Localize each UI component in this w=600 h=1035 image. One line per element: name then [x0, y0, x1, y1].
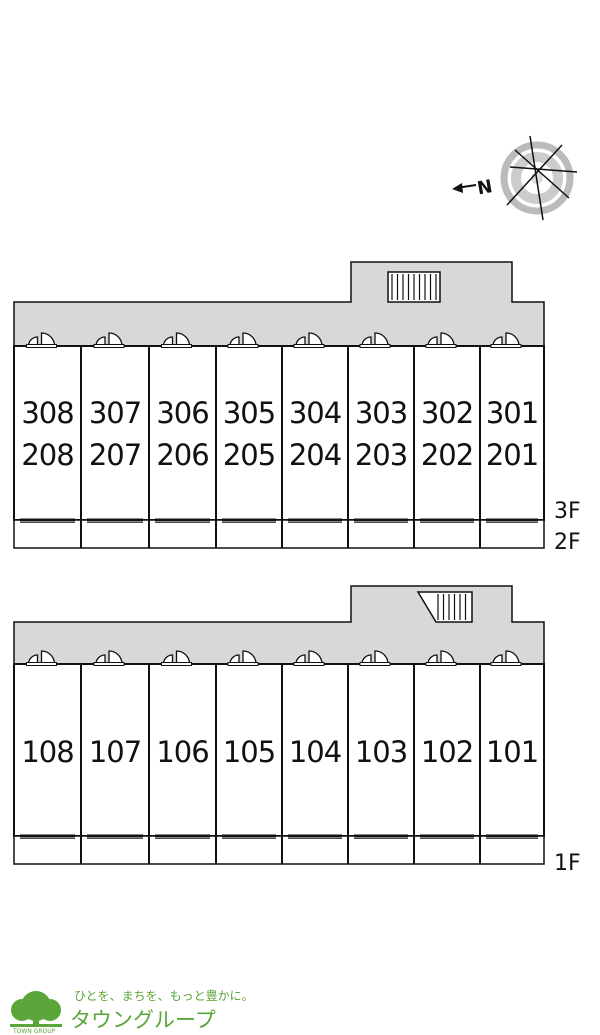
unit-number: 306	[156, 396, 208, 430]
unit-number: 208	[21, 438, 73, 472]
entry-door-icon	[359, 332, 391, 348]
entry-door-icon	[293, 650, 325, 666]
entry-door-icon	[293, 332, 325, 348]
unit-number: 108	[21, 735, 73, 769]
entry-door-icon	[93, 332, 125, 348]
unit-number: 101	[486, 735, 538, 769]
unit-number: 104	[289, 735, 341, 769]
upper-corridor	[13, 261, 545, 347]
unit-number: 106	[156, 735, 208, 769]
unit-number: 201	[486, 438, 538, 472]
unit-number: 303	[355, 396, 407, 430]
logo-name: タウングループ	[70, 1008, 216, 1032]
entry-door-icon	[26, 332, 57, 348]
unit-number: 205	[223, 438, 275, 472]
lower-block: 108 107 106 105 104 103 102 101 1F	[13, 585, 581, 876]
floor-label-2f: 2F	[554, 530, 581, 555]
unit-number: 202	[421, 438, 473, 472]
entry-door-icon	[359, 650, 391, 666]
town-group-logo: TOWN GROUP ひとを、まちを、もっと豊かに。 タウングループ	[10, 989, 254, 1035]
entry-door-icon	[425, 650, 457, 666]
unit-number: 105	[223, 735, 275, 769]
unit-number: 301	[486, 396, 538, 430]
entry-door-icon	[490, 332, 522, 348]
unit-number: 102	[421, 735, 473, 769]
logo-sub: TOWN GROUP	[12, 1028, 56, 1035]
entry-door-icon	[227, 650, 259, 666]
unit-number: 207	[89, 438, 141, 472]
unit-number: 203	[355, 438, 407, 472]
compass-icon: N	[452, 135, 578, 221]
unit-number: 307	[89, 396, 141, 430]
lower-stairs	[416, 591, 473, 623]
lower-balcony	[13, 835, 545, 865]
entry-door-icon	[26, 650, 57, 666]
unit-number: 304	[289, 396, 341, 430]
logo-tagline: ひとを、まちを、もっと豊かに。	[74, 989, 254, 1003]
upper-units-frame	[13, 345, 545, 521]
unit-number: 308	[21, 396, 73, 430]
unit-number: 305	[223, 396, 275, 430]
entry-door-icon	[93, 650, 125, 666]
unit-number: 204	[289, 438, 341, 472]
compass-north-label: N	[476, 176, 494, 199]
tree-icon	[10, 991, 62, 1027]
upper-block: 308 208 307 207 306 206 305 205 304 204 303 203 302 2…	[13, 261, 581, 555]
entry-door-icon	[490, 650, 522, 666]
entry-door-icon	[161, 650, 192, 666]
floor-label-1f: 1F	[554, 851, 581, 876]
entry-door-icon	[425, 332, 457, 348]
upper-stairs	[387, 271, 441, 303]
unit-number: 103	[355, 735, 407, 769]
upper-balcony	[13, 519, 545, 549]
unit-number: 206	[156, 438, 208, 472]
lower-units-frame	[13, 663, 545, 837]
entry-door-icon	[227, 332, 259, 348]
unit-number: 302	[421, 396, 473, 430]
floor-label-3f: 3F	[554, 499, 581, 524]
entry-door-icon	[161, 332, 192, 348]
unit-number: 107	[89, 735, 141, 769]
